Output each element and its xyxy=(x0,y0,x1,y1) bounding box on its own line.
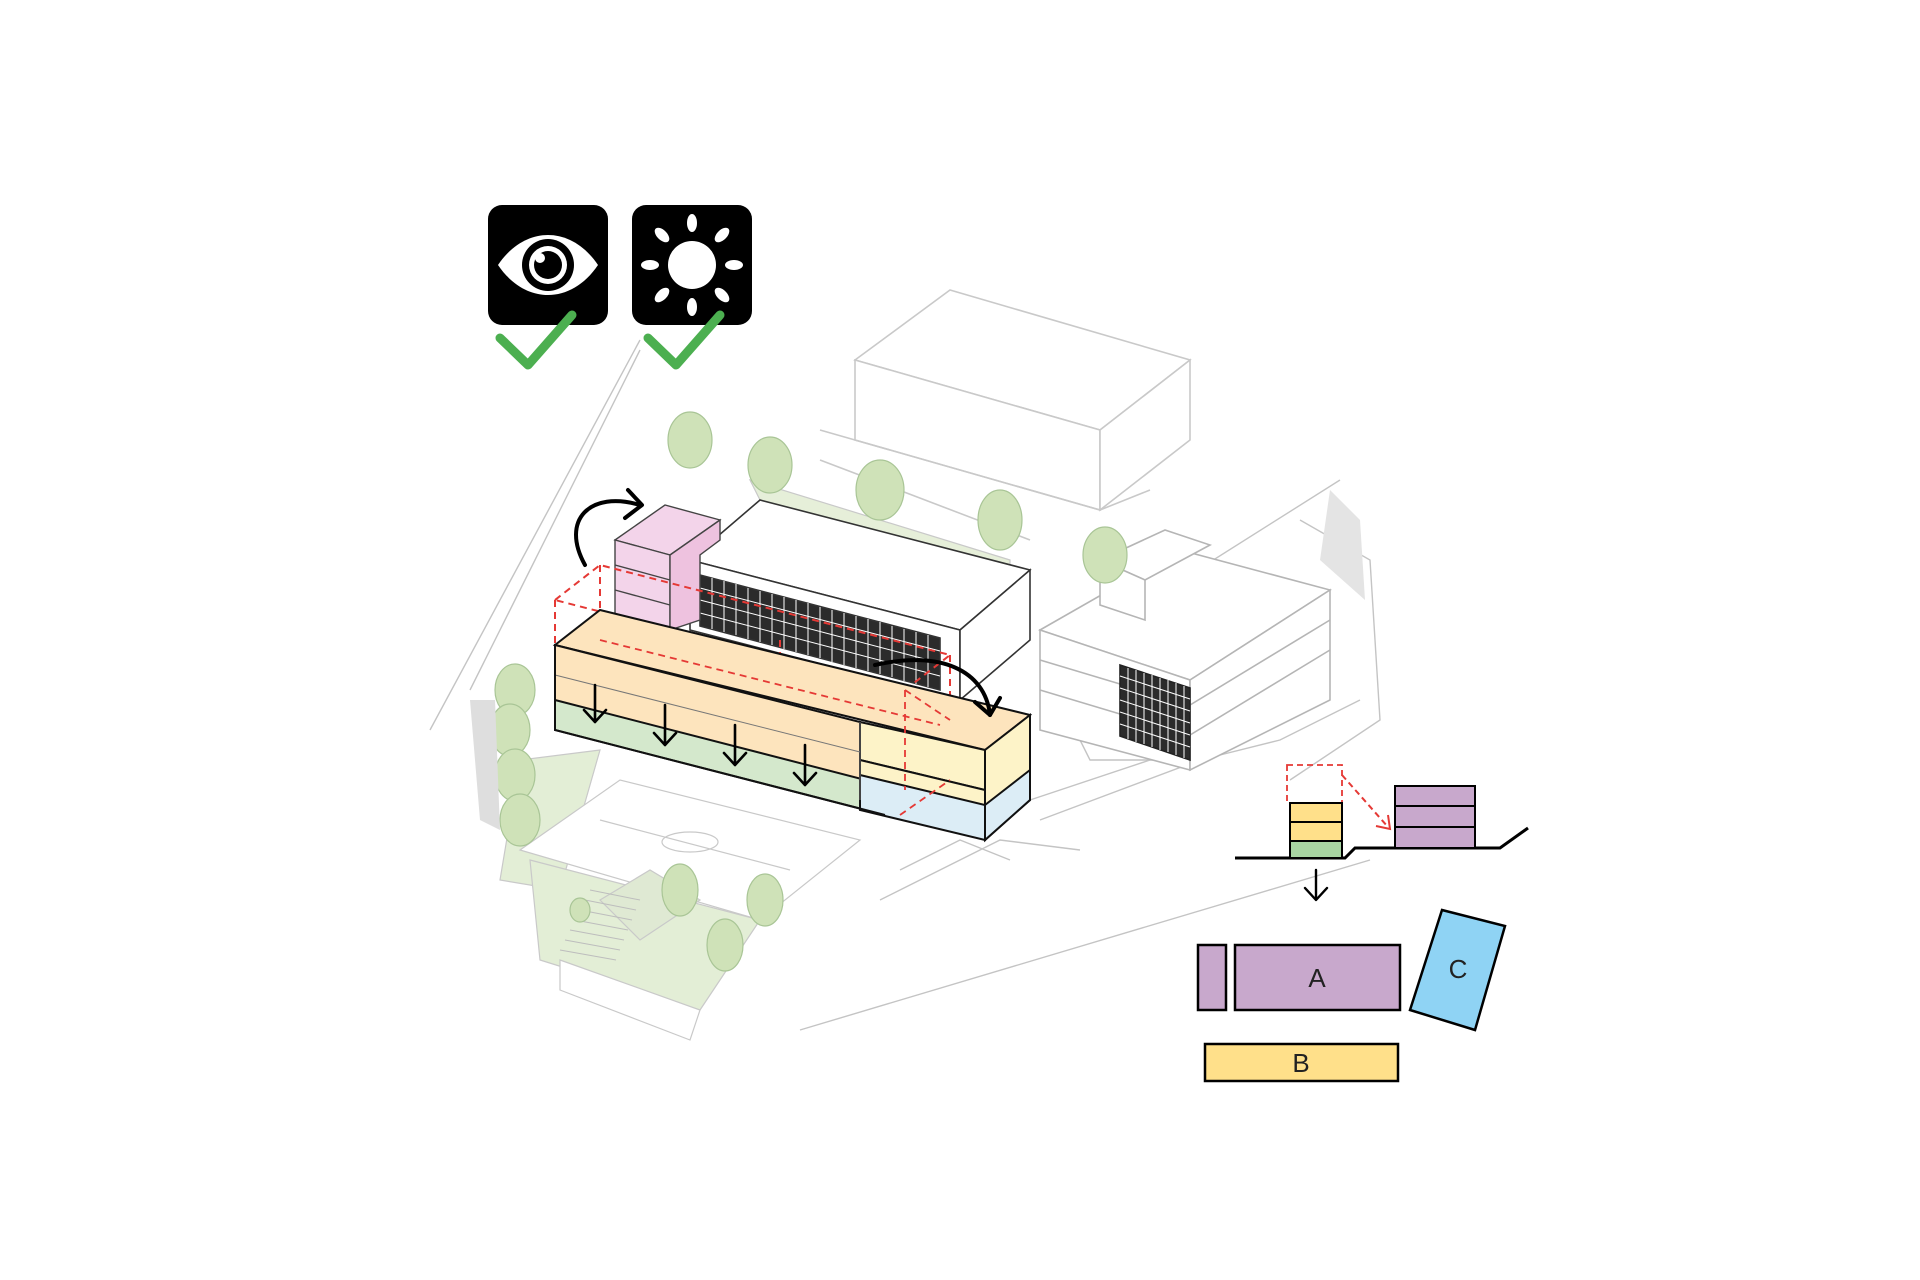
proposed-block xyxy=(552,608,1033,843)
ground-line xyxy=(1235,826,1529,860)
block-a-label: A xyxy=(1308,963,1326,993)
relocation-arrows xyxy=(574,488,1002,717)
landscape xyxy=(499,479,1011,1041)
proposed-dashed-guides xyxy=(599,639,951,816)
plan-blocks: A B C xyxy=(1196,908,1507,1083)
pink-relocated-block xyxy=(613,504,722,631)
block-a xyxy=(1233,943,1402,1012)
east-facade-grid xyxy=(1119,663,1191,762)
existing-central-building xyxy=(688,499,1032,702)
section-ghost-box xyxy=(1286,764,1343,804)
sun-check-icon xyxy=(643,310,725,370)
existing-building-north xyxy=(819,289,1192,541)
view-check-icon xyxy=(495,310,577,370)
section-down-arrow xyxy=(1303,868,1329,902)
section-shift-arrow xyxy=(1341,774,1389,828)
view-icon-badge xyxy=(488,205,608,370)
existing-building-east xyxy=(1038,529,1332,772)
block-b xyxy=(1203,1042,1400,1083)
block-a-small xyxy=(1196,943,1228,1012)
block-c-label: C xyxy=(1449,954,1468,984)
eye-icon xyxy=(498,235,598,295)
down-arrows xyxy=(582,683,818,787)
block-c xyxy=(1408,908,1507,1032)
block-b-label: B xyxy=(1292,1048,1309,1078)
sun-icon xyxy=(641,214,743,316)
trees xyxy=(489,411,1128,972)
section-diagram xyxy=(1235,764,1529,902)
sun-icon-badge xyxy=(632,205,752,370)
